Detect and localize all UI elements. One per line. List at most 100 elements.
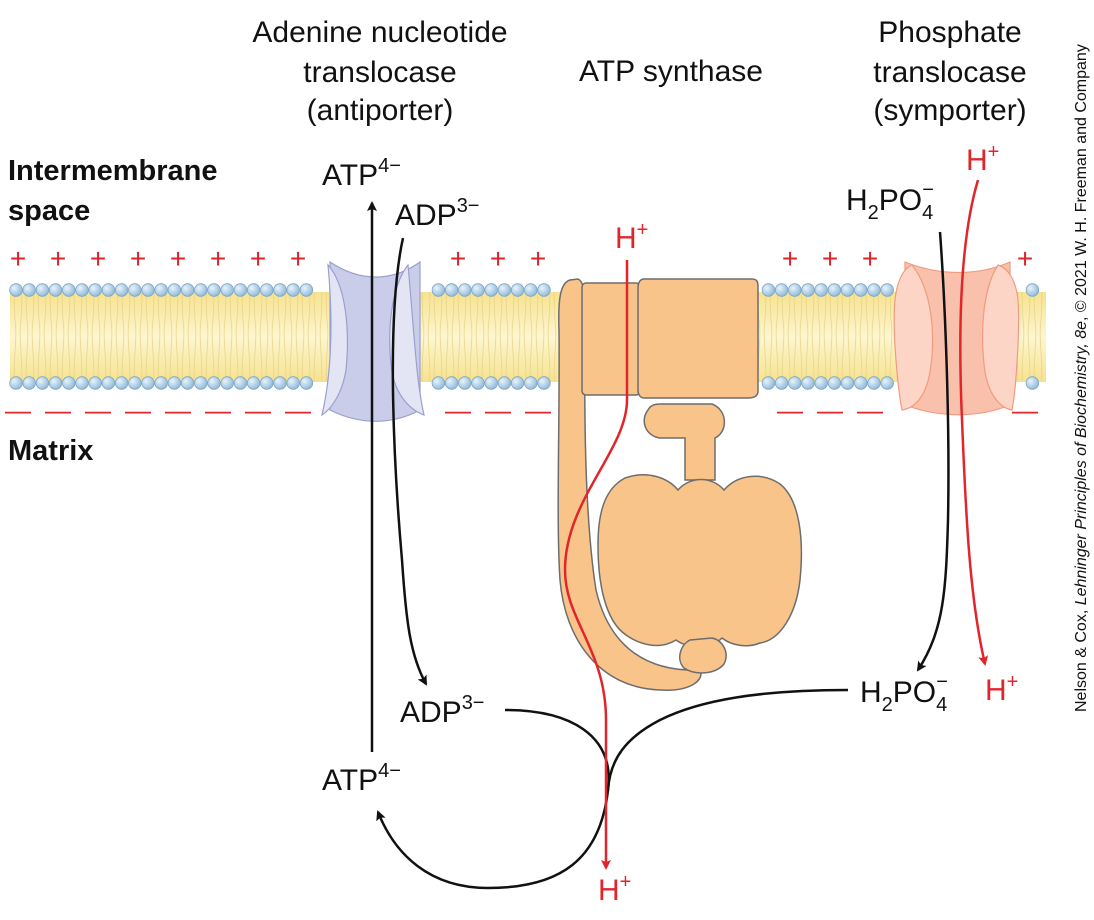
lipid-head bbox=[167, 376, 182, 390]
plus-sign: + bbox=[822, 243, 838, 274]
matrix-label: Matrix bbox=[8, 435, 93, 467]
lipid-head bbox=[180, 376, 195, 390]
plus-sign: + bbox=[10, 243, 26, 274]
lipid-head bbox=[246, 376, 261, 390]
lipid-head bbox=[114, 283, 129, 297]
phosphate-to-synthase-path bbox=[606, 688, 849, 791]
inner-membrane bbox=[9, 283, 1046, 390]
lipid-head bbox=[286, 283, 300, 297]
lipid-head bbox=[774, 376, 789, 390]
lipid-head bbox=[233, 376, 248, 390]
lipid-head bbox=[22, 376, 36, 390]
plus-sign: + bbox=[50, 243, 66, 274]
lipid-head bbox=[22, 283, 36, 297]
intermembrane-label-line2: space bbox=[8, 195, 90, 227]
lipid-head bbox=[194, 283, 208, 297]
lipid-head bbox=[761, 376, 776, 390]
minus-sign: — bbox=[485, 395, 511, 425]
plus-sign: + bbox=[490, 243, 506, 274]
plus-sign: + bbox=[782, 243, 798, 274]
minus-sign: — bbox=[125, 395, 151, 425]
plus-sign: + bbox=[290, 243, 306, 274]
lipid-head bbox=[458, 283, 472, 297]
lipid-head bbox=[299, 376, 314, 390]
lipid-head bbox=[537, 283, 551, 297]
lipid-head bbox=[260, 283, 274, 297]
lipid-head bbox=[827, 283, 842, 297]
lipid-head bbox=[88, 283, 102, 297]
lipid-head bbox=[814, 283, 828, 297]
minus-sign: — bbox=[777, 395, 803, 425]
lipid-head bbox=[62, 283, 76, 297]
adp-import-arrow bbox=[391, 237, 428, 686]
plus-sign: + bbox=[530, 243, 546, 274]
phosphate-matrix-label: H2PO4− bbox=[860, 671, 948, 716]
lipid-head bbox=[458, 376, 472, 390]
lipid-head bbox=[75, 376, 89, 390]
membrane-head-groups-bottom bbox=[9, 376, 1040, 390]
proton-synthase-ims-label: H+ bbox=[615, 219, 648, 255]
minus-sign: — bbox=[445, 395, 471, 425]
plus-sign: + bbox=[250, 243, 266, 274]
lipid-head bbox=[154, 376, 168, 390]
lipid-head bbox=[510, 283, 525, 297]
plus-sign: + bbox=[90, 243, 106, 274]
lipid-head bbox=[444, 376, 459, 390]
plus-sign: + bbox=[1017, 243, 1033, 274]
plus-sign: + bbox=[210, 243, 226, 274]
lipid-head bbox=[167, 283, 182, 297]
atp-formation-arrow bbox=[376, 708, 610, 890]
lipid-head bbox=[880, 376, 894, 390]
minus-sign: — bbox=[525, 395, 551, 425]
lipid-head bbox=[801, 376, 815, 390]
lipid-head bbox=[840, 283, 855, 297]
lipid-head bbox=[273, 376, 287, 390]
lipid-head bbox=[101, 283, 116, 297]
synthase-proton-arrow bbox=[563, 260, 629, 870]
lipid-head bbox=[128, 283, 142, 297]
positive-charges: +++++++++++++++ bbox=[10, 243, 1033, 274]
lipid-head bbox=[75, 283, 89, 297]
lipid-head bbox=[260, 376, 274, 390]
lipid-head bbox=[867, 376, 881, 390]
lipid-head bbox=[35, 376, 50, 390]
lipid-head bbox=[233, 283, 248, 297]
adenine-nucleotide-translocase bbox=[321, 260, 425, 422]
lipid-head bbox=[840, 376, 855, 390]
minus-sign: — bbox=[5, 395, 31, 425]
minus-sign: — bbox=[245, 395, 271, 425]
lipid-head bbox=[128, 376, 142, 390]
lipid-head bbox=[220, 376, 234, 390]
lipid-head bbox=[788, 376, 802, 390]
phosphate-import-arrow bbox=[916, 231, 950, 672]
lipid-head bbox=[62, 376, 76, 390]
lipid-head bbox=[286, 376, 300, 390]
proton-symporter-ims-label: H+ bbox=[966, 141, 999, 177]
lipid-head bbox=[1025, 376, 1040, 390]
atp-synthase-title: ATP synthase bbox=[579, 55, 763, 88]
minus-sign: — bbox=[85, 395, 111, 425]
lipid-head bbox=[88, 376, 102, 390]
phosphate-translocase bbox=[893, 261, 1020, 416]
minus-sign: — bbox=[165, 395, 191, 425]
atp-matrix-label: ATP4− bbox=[322, 760, 401, 797]
symporter-title-line1: Phosphate bbox=[878, 16, 1021, 49]
lipid-head bbox=[207, 376, 221, 390]
antiporter-title: Adenine nucleotide translocase (antiport… bbox=[252, 16, 507, 127]
lipid-head bbox=[497, 283, 512, 297]
lipid-head bbox=[801, 283, 815, 297]
symporter-proton-arrow bbox=[959, 179, 989, 666]
lipid-head bbox=[814, 376, 828, 390]
lipid-head bbox=[484, 376, 498, 390]
lipid-head bbox=[788, 283, 802, 297]
negative-charges: ——————————————— bbox=[5, 395, 1038, 425]
lipid-head bbox=[273, 283, 287, 297]
proton-synthase-matrix-label: H+ bbox=[598, 871, 631, 907]
lipid-head bbox=[9, 376, 23, 390]
symporter-title: Phosphate translocase (symporter) bbox=[873, 16, 1026, 127]
antiporter-title-line2: translocase bbox=[303, 56, 456, 89]
plus-sign: + bbox=[130, 243, 146, 274]
lipid-head bbox=[827, 376, 842, 390]
